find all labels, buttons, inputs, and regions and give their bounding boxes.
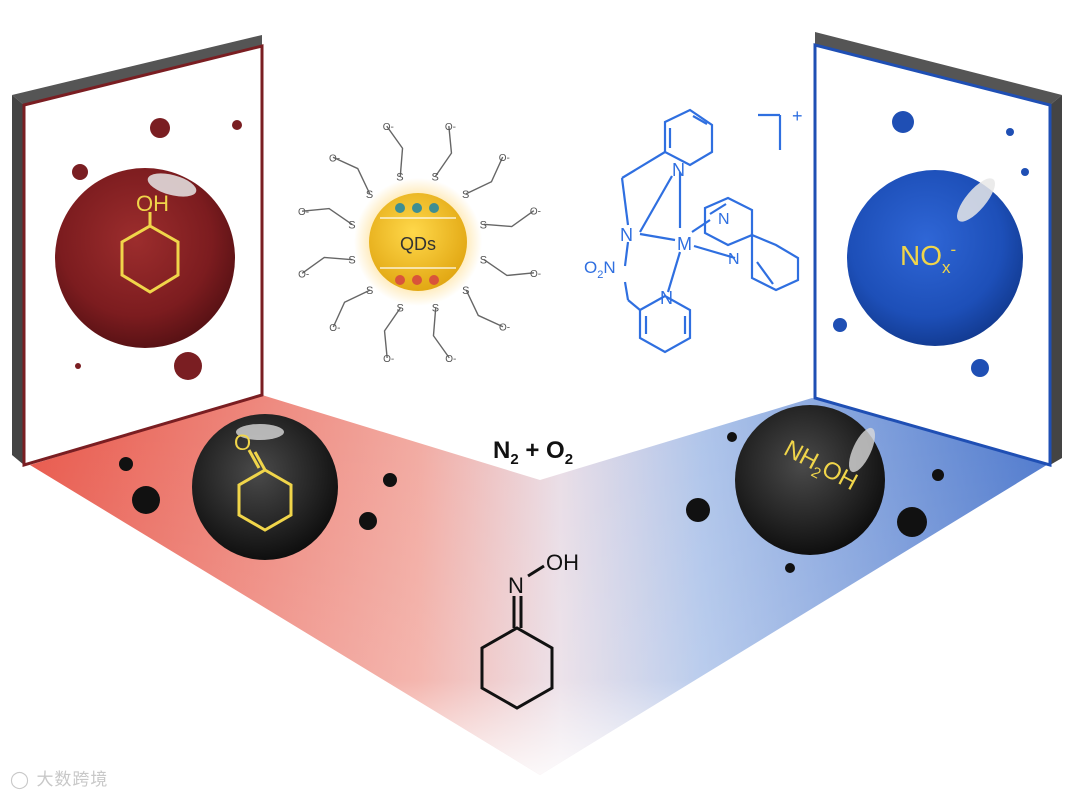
carboxylate-label: O- — [445, 122, 456, 133]
complex-n-bpy1: N — [718, 211, 730, 228]
complex-n-top: N — [672, 160, 685, 180]
complex-metal-label: M — [677, 234, 692, 254]
thiol-s-label: S — [348, 255, 355, 267]
ligand-chain — [466, 290, 503, 327]
left-panel: OH — [12, 35, 262, 465]
oxime-oh-label: OH — [546, 550, 579, 575]
ligand-chain — [302, 257, 352, 273]
ligand-chain — [333, 290, 370, 327]
thiol-s-label: S — [397, 303, 404, 315]
carboxylate-label: O- — [329, 323, 340, 334]
complex-no2-label: O2N — [584, 258, 616, 281]
metal-complex — [622, 110, 798, 352]
thiol-s-label: S — [480, 254, 487, 266]
ligand-chain — [302, 209, 352, 225]
quantum-dot: SO-SO-SO-SO-SO-SO-SO-SO-SO-SO-SO-SO- QDs — [298, 122, 541, 365]
ligand-chain — [385, 308, 401, 358]
complex-charge-label: + — [792, 106, 803, 126]
ligand-chain — [484, 259, 534, 275]
complex-n-amine: N — [620, 225, 633, 245]
carboxylate-label: O- — [298, 269, 309, 280]
ketone-o-label: O — [234, 430, 251, 455]
carboxylate-label: O- — [298, 207, 309, 218]
carboxylate-label: O- — [383, 122, 394, 133]
ligand-chain — [433, 308, 449, 358]
ligand-chain — [387, 126, 403, 176]
carboxylate-label: O- — [530, 207, 541, 218]
carboxylate-label: O- — [383, 354, 394, 365]
carboxylate-label: O- — [499, 323, 510, 334]
thiol-s-label: S — [366, 285, 373, 297]
carboxylate-label: O- — [329, 153, 340, 164]
carboxylate-label: O- — [499, 153, 510, 164]
oxime-n-label: N — [508, 573, 524, 598]
ligand-chain — [435, 126, 451, 176]
alcohol-label: OH — [136, 191, 169, 216]
complex-n-bpy2: N — [728, 251, 740, 268]
watermark-icon: ◯ — [10, 770, 30, 790]
ligand-chain — [484, 211, 534, 227]
carboxylate-label: O- — [530, 269, 541, 280]
thiol-s-label: S — [432, 303, 439, 315]
qds-label: QDs — [400, 234, 436, 254]
complex-n-bottom: N — [660, 288, 673, 308]
watermark-text: 大数跨境 — [36, 770, 108, 790]
watermark: ◯ 大数跨境 — [10, 765, 108, 790]
thiol-s-label: S — [348, 220, 355, 232]
right-panel: NOx- — [815, 32, 1062, 465]
carboxylate-label: O- — [445, 354, 456, 365]
ligand-chain — [466, 157, 503, 194]
n2-o2-label: N2 + O2 — [493, 437, 573, 468]
